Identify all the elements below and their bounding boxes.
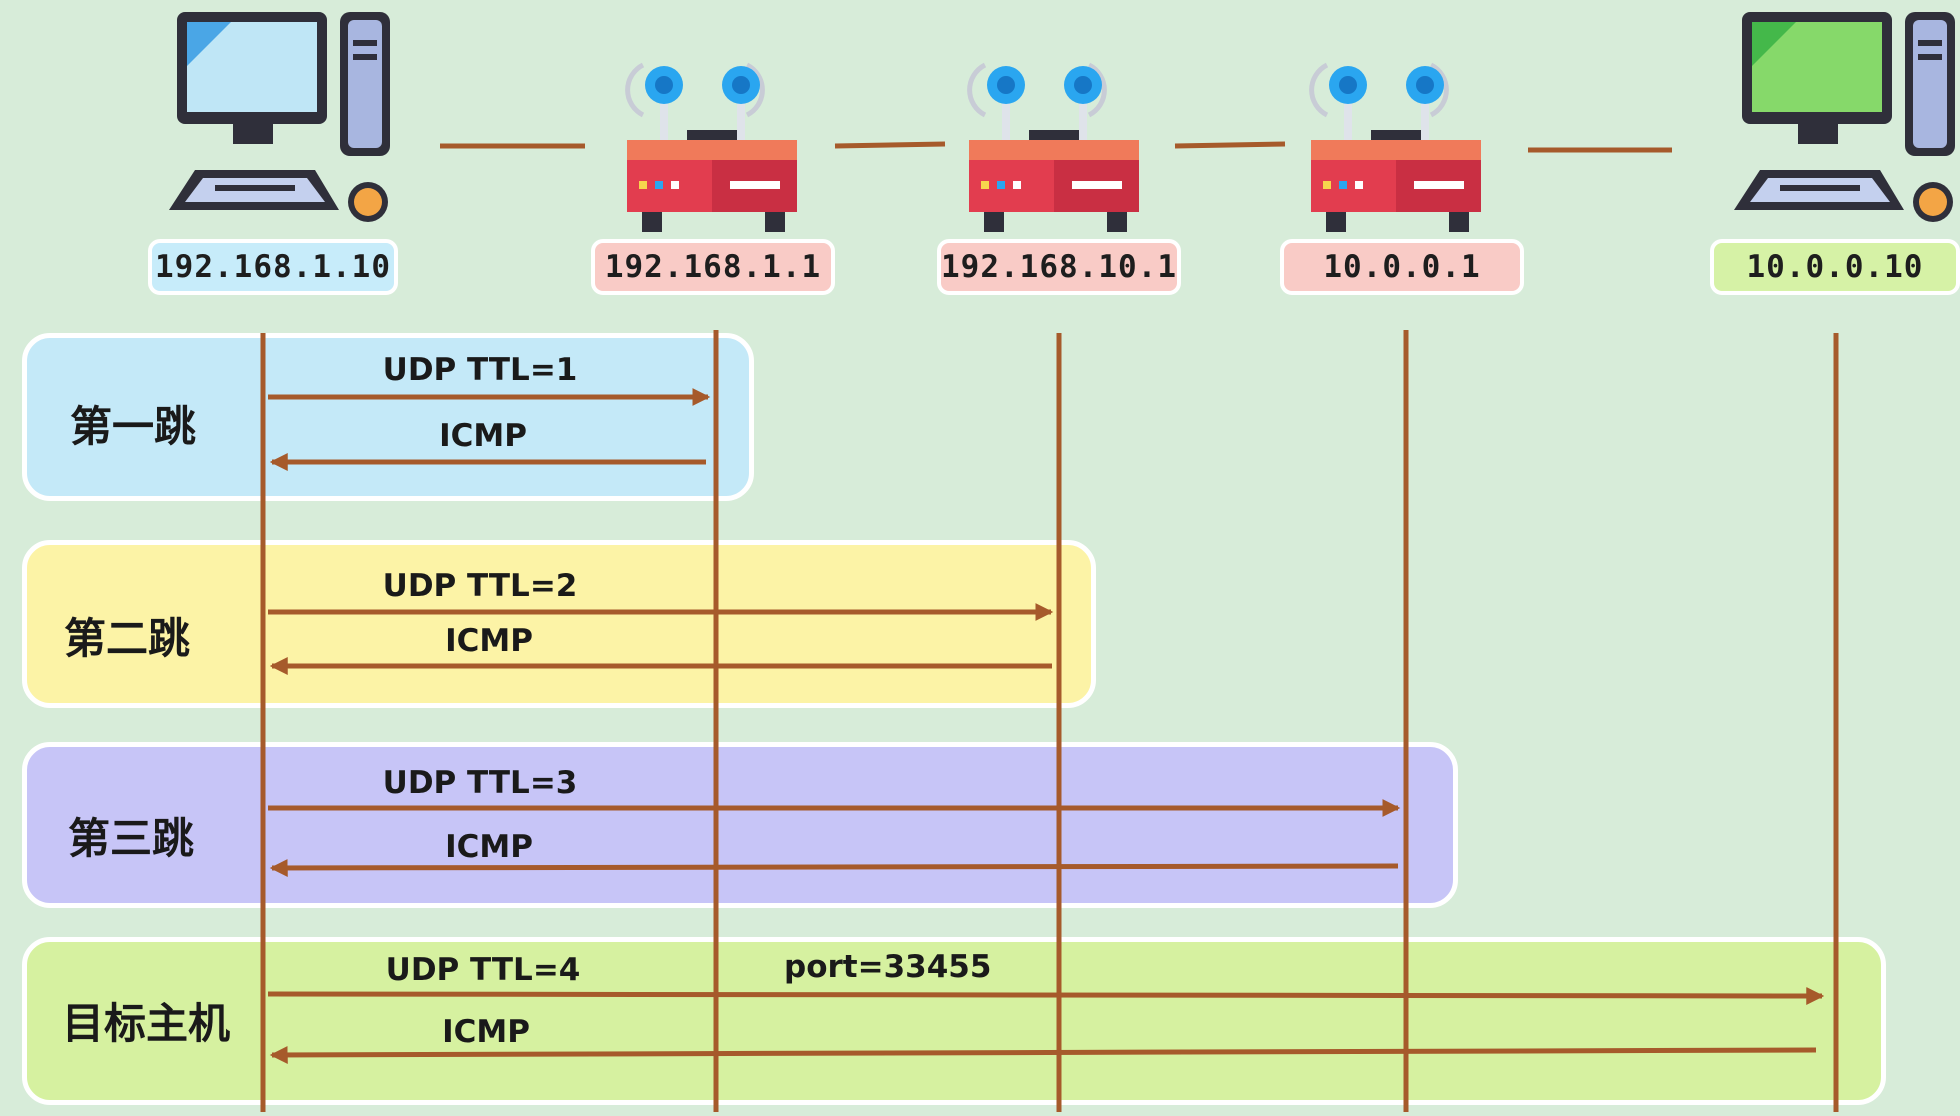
computer-icon	[1734, 12, 1955, 222]
reply-label-target: ICMP	[442, 1014, 530, 1050]
link-router1-router2	[834, 141, 946, 149]
request-label-3: UDP TTL=3	[382, 765, 578, 801]
arrow-reply-target	[269, 1045, 1817, 1064]
request-label-target: UDP TTL=4	[385, 952, 581, 988]
router-icon	[967, 62, 1139, 232]
request-label-2: UDP TTL=2	[382, 568, 578, 604]
router-icon	[625, 62, 797, 232]
hop-row-1	[22, 333, 754, 501]
hop-row-target	[22, 937, 1886, 1105]
router-icon	[1309, 62, 1481, 232]
hop-title-1: 第一跳	[70, 402, 197, 451]
request-label-1: UDP TTL=1	[382, 352, 578, 388]
ip-label-target: 10.0.0.10	[1710, 239, 1960, 295]
reply-label-3: ICMP	[445, 829, 533, 865]
arrow-reply-3	[269, 858, 1399, 877]
computer-icon	[169, 12, 390, 222]
hop-title-3: 第三跳	[68, 814, 195, 863]
port-label-target: port=33455	[784, 949, 992, 985]
reply-label-1: ICMP	[439, 418, 527, 454]
arrow-request-target	[267, 986, 1825, 1005]
ip-label-router-2: 192.168.10.1	[937, 239, 1181, 295]
hop-title-target: 目标主机	[62, 999, 231, 1048]
hop-title-2: 第二跳	[64, 614, 191, 663]
ip-label-router-3: 10.0.0.1	[1280, 239, 1524, 295]
ip-label-source: 192.168.1.10	[148, 239, 398, 295]
reply-label-2: ICMP	[445, 623, 533, 659]
ip-label-router-1: 192.168.1.1	[591, 239, 835, 295]
link-router2-router3	[1174, 141, 1286, 149]
hop-row-2	[22, 540, 1096, 708]
